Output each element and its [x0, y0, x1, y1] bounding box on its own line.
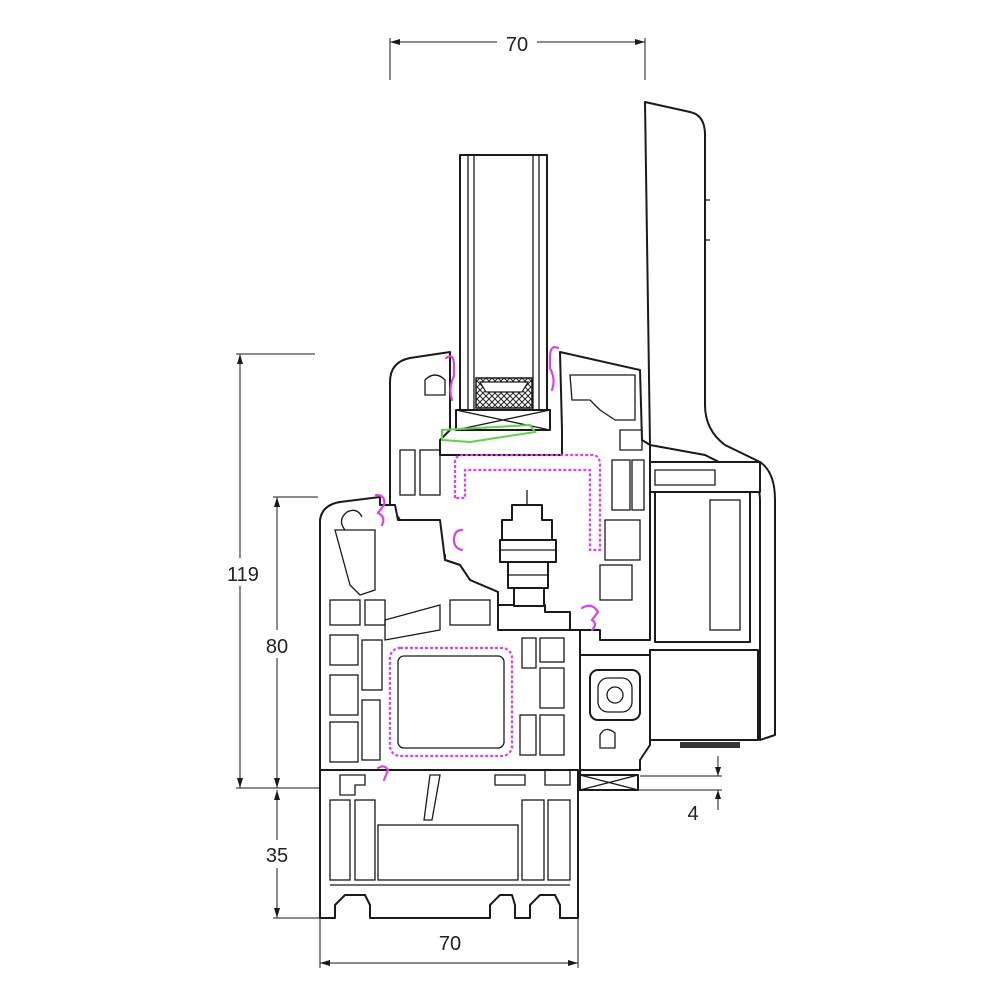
shutter-cover	[644, 101, 776, 741]
dimension-label-bottom-width: 70	[439, 933, 461, 955]
shutter-box	[649, 461, 761, 748]
glazing-unit	[455, 154, 551, 431]
dimension-top-width: 70	[389, 28, 646, 80]
sash-inner-seal	[452, 528, 464, 552]
frame-top-seal	[374, 493, 386, 527]
hardware-fitting	[499, 490, 557, 607]
seals	[374, 346, 600, 782]
hinge-block	[579, 654, 651, 791]
dimension-bottom-width: 70	[319, 915, 579, 968]
frame-outer-seal	[580, 604, 600, 632]
glazing-bead-seal	[441, 423, 537, 444]
frame-profile	[319, 496, 581, 791]
glass-seal-outer	[548, 346, 560, 392]
dimension-label-overall-height: 119	[227, 564, 259, 586]
base-profile	[319, 769, 579, 919]
dimension-label-frame-height: 35	[266, 845, 288, 867]
dimension-label-top-width: 70	[506, 34, 528, 56]
sash-reinforcement	[453, 453, 602, 552]
dimension-label-sash-height: 80	[266, 636, 288, 658]
dimension-sash-height: 80	[258, 496, 318, 788]
dimension-label-overlap: 4	[687, 803, 698, 825]
dimension-frame-height: 35	[258, 790, 330, 919]
frame-reinforcement	[388, 646, 514, 758]
dimension-overall-height: 119	[220, 353, 330, 789]
sill-seal	[376, 765, 390, 782]
glass-seal-inner	[444, 355, 456, 402]
